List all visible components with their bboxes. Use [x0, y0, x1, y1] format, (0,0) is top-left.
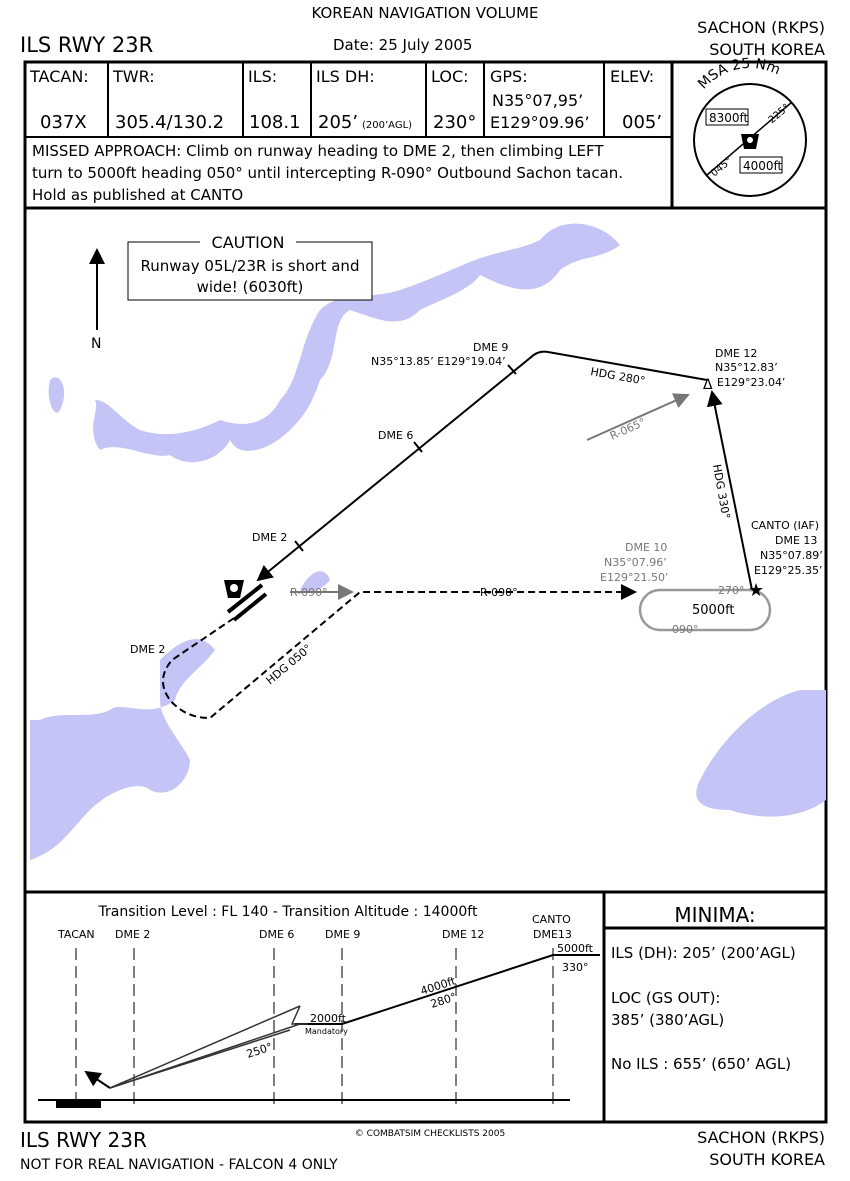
footer-title: ILS RWY 23R: [20, 1128, 147, 1152]
ils-label: ILS:: [248, 67, 277, 86]
loc-value: 230°: [433, 112, 476, 133]
missed-approach-text: MISSED APPROACH: Climb on runway heading…: [32, 142, 623, 204]
canto-dme13: DME 13: [775, 534, 817, 547]
dme10-lat: N35°07.96’: [604, 556, 667, 569]
holding-pattern: [638, 588, 772, 632]
dme2-label: DME 2: [252, 531, 287, 544]
svg-text:MISSED APPROACH: Climb on runw: MISSED APPROACH: Climb on runway heading…: [32, 142, 604, 160]
profile-labels: TACAN DME 2 DME 6 DME 9 DME 12 CANTO DME…: [57, 913, 594, 1061]
dme10-lon: E129°21.50’: [600, 571, 668, 584]
dme12-lon: E129°23.04’: [717, 376, 785, 389]
profile-dme2: DME 2: [115, 928, 150, 941]
transition-level: Transition Level : FL 140 - Transition A…: [98, 904, 478, 920]
msa-alt-4000: 4000ft: [743, 159, 783, 173]
canto-lat: N35°07.89’: [760, 549, 823, 562]
airport-name: SACHON (RKPS): [697, 18, 825, 37]
profile-canto: CANTO: [532, 913, 571, 926]
gps-label: GPS:: [490, 67, 528, 86]
dme6-label: DME 6: [378, 429, 413, 442]
runway-icon: [226, 583, 268, 622]
msa-alt-8300: 8300ft: [709, 111, 749, 125]
r065-arrow: [586, 393, 690, 441]
ils-dh-label: ILS DH:: [316, 67, 375, 86]
footer-country: SOUTH KOREA: [709, 1150, 825, 1169]
twr-value: 305.4/130.2: [115, 112, 224, 133]
msa-bearing-045: 045°: [709, 155, 735, 179]
chart-frame: [23, 60, 828, 1124]
footer-copyright: © COMBATSIM CHECKLISTS 2005: [355, 1129, 505, 1139]
twr-label: TWR:: [112, 67, 155, 86]
hold-inbound-label: 270°: [718, 584, 745, 597]
canto-label: CANTO (IAF): [751, 519, 819, 532]
dme9-label: DME 9: [473, 341, 508, 354]
water-bodies: [30, 223, 826, 860]
profile-mandatory: Mandatory: [305, 1027, 348, 1036]
chart-date: Date: 25 July 2005: [333, 36, 472, 54]
country-name: SOUTH KOREA: [709, 40, 825, 59]
profile-crs330: 330°: [562, 961, 589, 974]
r065-label: R-065°: [608, 416, 648, 443]
footer-airport: SACHON (RKPS): [697, 1128, 825, 1147]
footer-disclaimer: NOT FOR REAL NAVIGATION - FALCON 4 ONLY: [20, 1157, 338, 1173]
dme10-label: DME 10: [625, 541, 667, 554]
dme12-label: DME 12: [715, 347, 757, 360]
caution-text-2: wide! (6030ft): [197, 278, 304, 296]
profile-dme9: DME 9: [325, 928, 360, 941]
tacan-label: TACAN:: [29, 67, 89, 86]
tacan-value: 037X: [40, 112, 87, 133]
info-grid: [25, 62, 672, 138]
ils-dh-agl: (200’AGL): [362, 120, 412, 131]
profile-dme-lines: [75, 948, 554, 1110]
hold-outbound-label: 090°: [672, 623, 699, 636]
gps-lon: E129°09.96’: [490, 113, 590, 132]
elev-value: 005’: [622, 112, 662, 133]
profile-dme6: DME 6: [259, 928, 294, 941]
dme12-lat: N35°12.83’: [715, 361, 778, 374]
profile-tacan: TACAN: [57, 928, 95, 941]
minima-loc: LOC (GS OUT):: [611, 989, 721, 1007]
minima-no-ils: No ILS : 655’ (650’ AGL): [611, 1055, 791, 1073]
svg-text:Hold as published at CANTO: Hold as published at CANTO: [32, 186, 243, 204]
missed-dme2-label: DME 2: [130, 643, 165, 656]
canto-star-icon: ★: [748, 580, 764, 601]
approach-track: [256, 350, 753, 591]
profile-alt5000: 5000ft: [557, 942, 594, 955]
profile-dme12: DME 12: [442, 928, 484, 941]
page-title: ILS RWY 23R: [20, 33, 153, 57]
ils-dh-value: 205’: [318, 112, 358, 133]
r090-outbound-label: R-090°: [480, 586, 518, 599]
volume-title: KOREAN NAVIGATION VOLUME: [311, 4, 538, 22]
profile-dme13: DME13: [533, 928, 572, 941]
gps-lat: N35°07,95’: [492, 91, 583, 110]
minima-loc-value: 385’ (380’AGL): [611, 1011, 724, 1029]
r090-label: R-090°: [290, 586, 328, 599]
north-label: N: [91, 336, 101, 352]
caution-box: [127, 241, 373, 301]
loc-label: LOC:: [431, 67, 469, 86]
hold-altitude: 5000ft: [692, 603, 735, 618]
missed-approach-track: [162, 584, 637, 720]
canto-lon: E129°25.35’: [754, 564, 822, 577]
glide-path: [109, 1005, 308, 1089]
ils-value: 108.1: [249, 112, 301, 133]
caution-title: CAUTION: [212, 233, 285, 252]
hdg050-label: HDG 050°: [264, 642, 315, 687]
elev-label: ELEV:: [610, 67, 654, 86]
profile-alt2000: 2000ft: [310, 1012, 347, 1025]
map-labels: DME 9 N35°13.85’ E129°19.04’ DME 6 DME 2…: [130, 341, 823, 687]
dme12-triangle-icon: Δ: [703, 377, 713, 393]
dme9-coord: N35°13.85’ E129°19.04’: [371, 355, 506, 368]
info-row: TACAN: 037X TWR: 305.4/130.2 ILS: 108.1 …: [29, 67, 662, 133]
msa-diagram: MSA 25 Nm 8300ft 4000ft 225° 045°: [693, 56, 807, 197]
minima-ils: ILS (DH): 205’ (200’AGL): [611, 944, 796, 962]
minima-title: MINIMA:: [674, 903, 755, 927]
minima-panel: MINIMA: ILS (DH): 205’ (200’AGL) LOC (GS…: [611, 903, 796, 1073]
airport-tacan-icon: [224, 580, 244, 598]
profile-path: [38, 954, 600, 1101]
svg-text:turn to 5000ft heading 050° un: turn to 5000ft heading 050° until interc…: [32, 164, 623, 182]
caution-text: Runway 05L/23R is short and: [141, 257, 360, 275]
profile-runway: [56, 1100, 101, 1108]
